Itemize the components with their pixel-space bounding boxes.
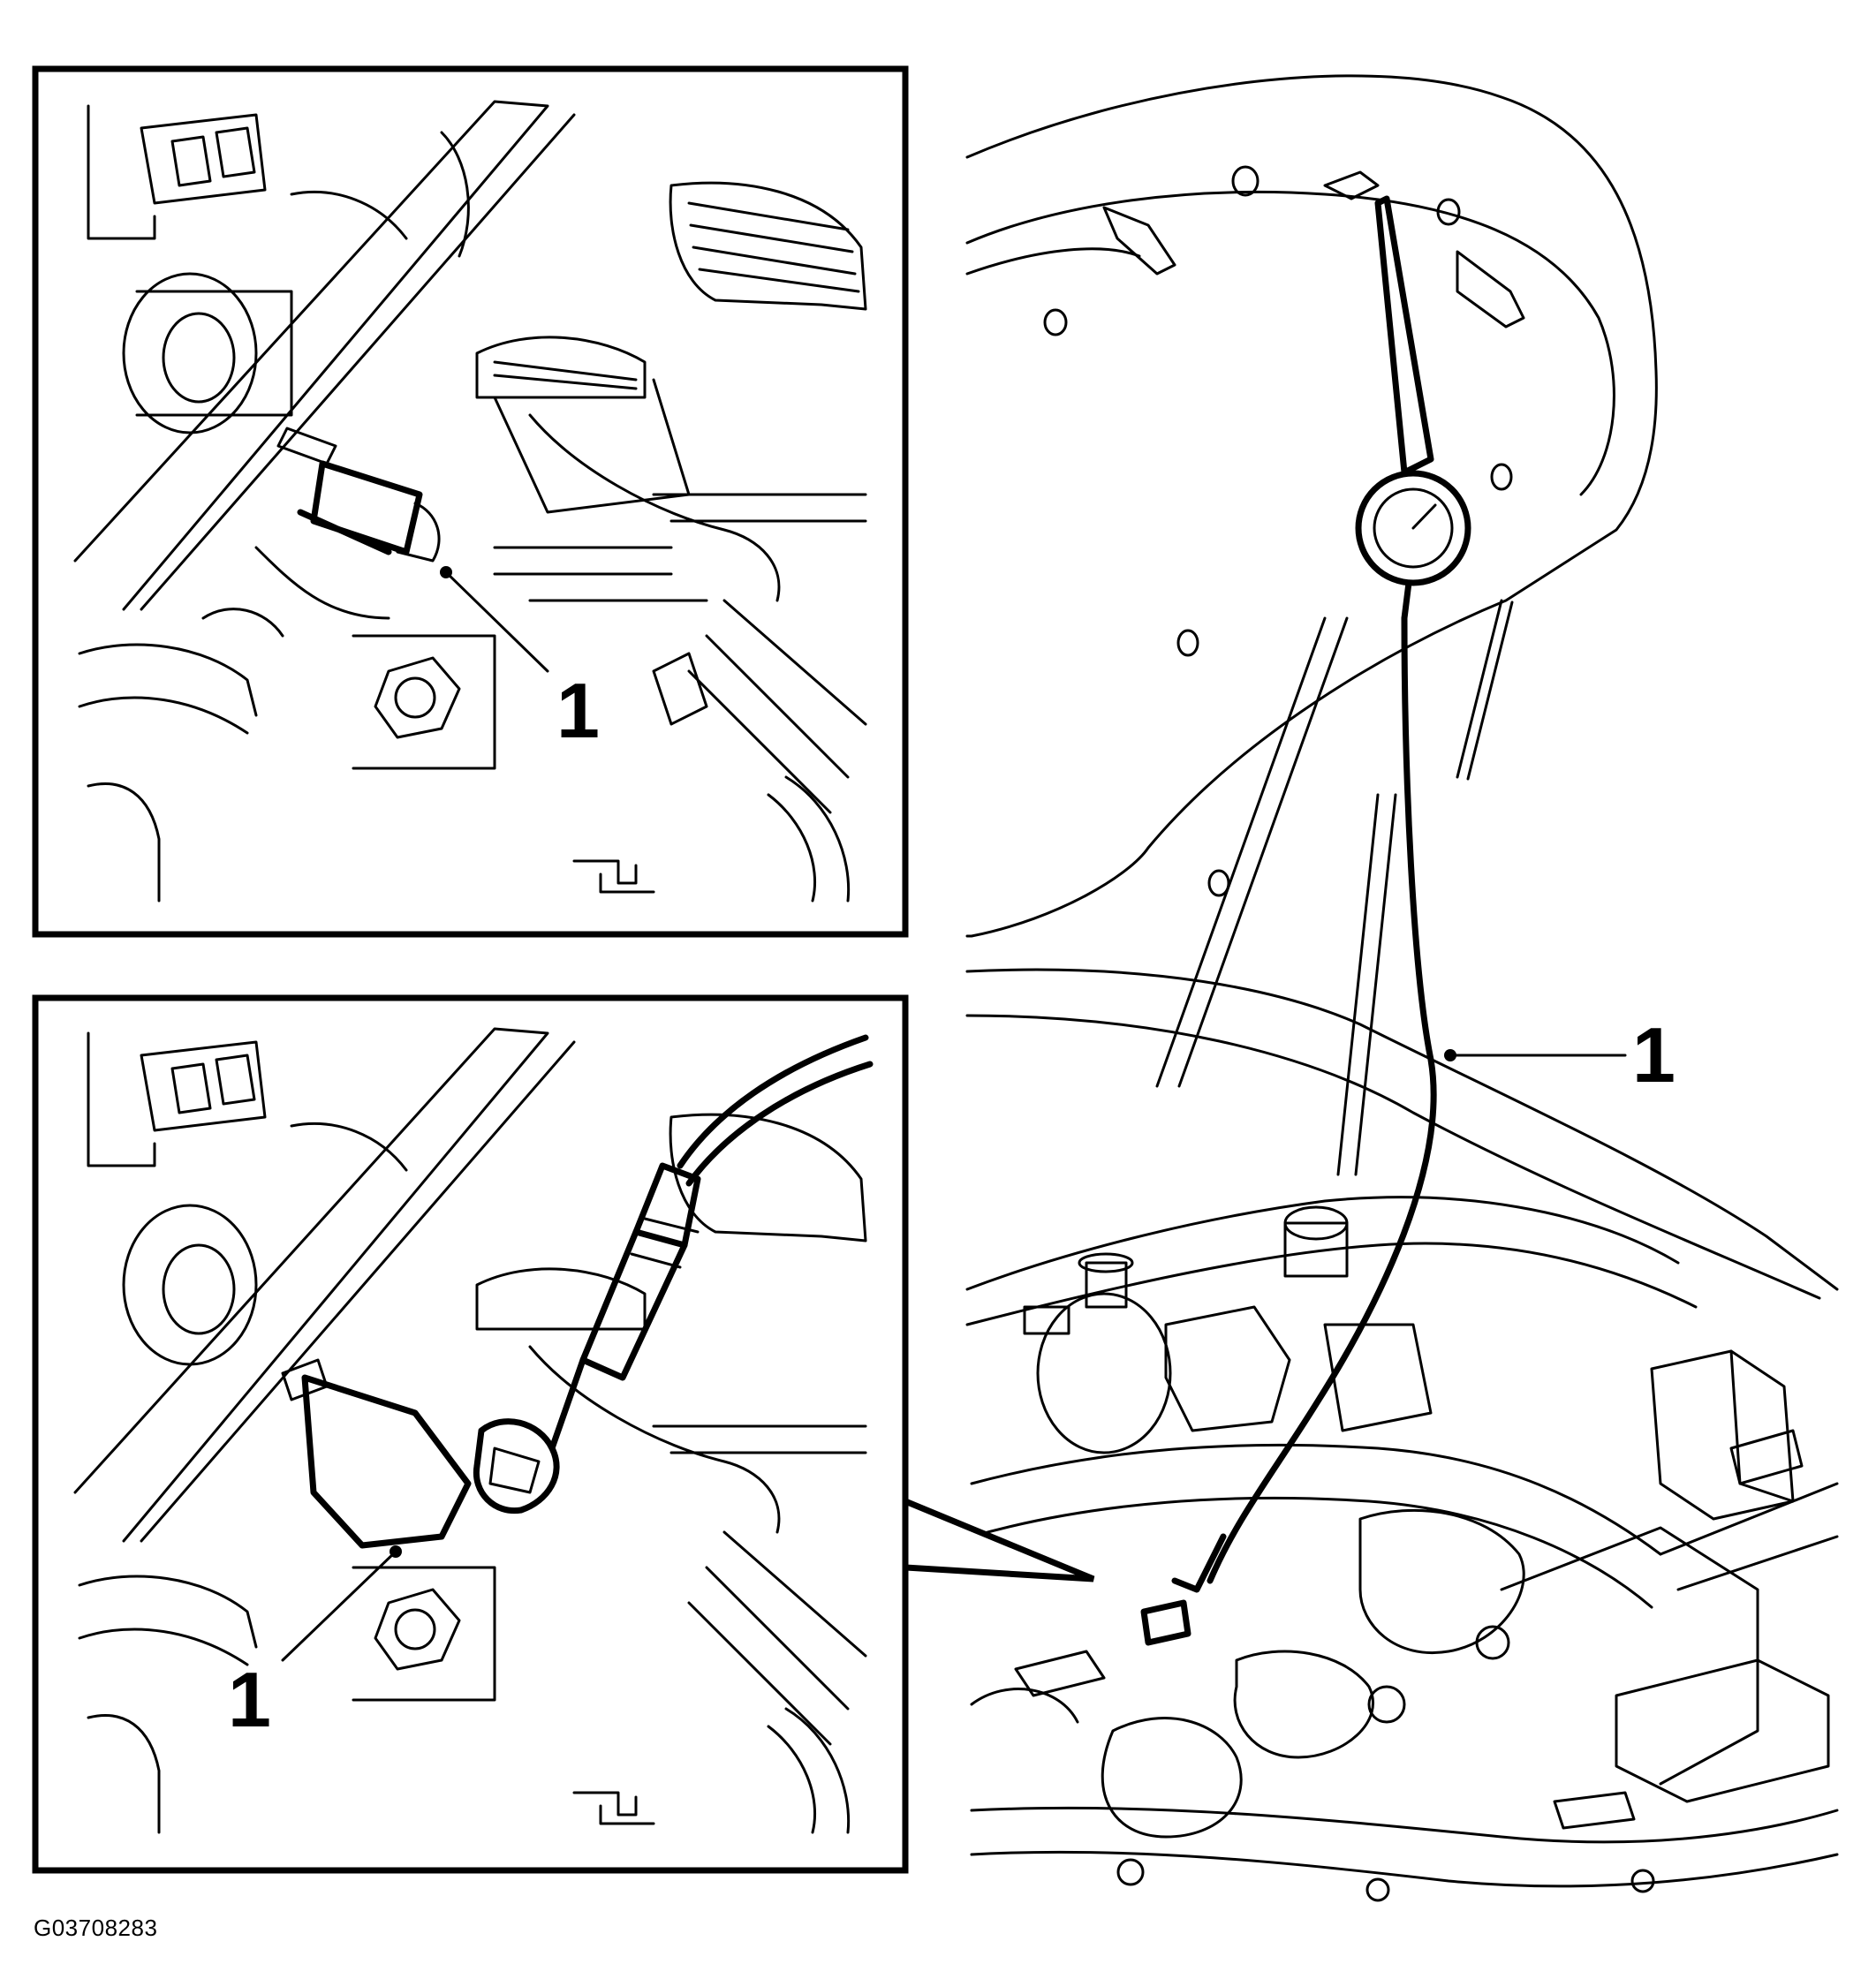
tester-adapter [281, 1034, 874, 1549]
bottom-inset: 1 [32, 994, 909, 1874]
inset-pointer [902, 1496, 1095, 1582]
top-inset-callout-label: 1 [556, 667, 600, 754]
bottom-inset-callout-label: 1 [228, 1656, 271, 1743]
battery [1650, 1349, 1795, 1521]
compression-tester [1140, 195, 1471, 1646]
brake-reservoir [1283, 1205, 1349, 1278]
hood-prop-rod [1456, 599, 1514, 781]
top-inset: 1 [32, 65, 909, 938]
tester-hose [1207, 615, 1437, 1584]
bottom-hose [677, 1034, 869, 1169]
hood-outline [965, 74, 1658, 938]
sensor-plug [276, 427, 441, 563]
figure-id-label: G03708283 [34, 1915, 158, 1941]
coolant-reservoir [1023, 1252, 1172, 1454]
main-engine-view: 1 [965, 74, 1839, 1902]
main-callout-label: 1 [1632, 1011, 1676, 1099]
